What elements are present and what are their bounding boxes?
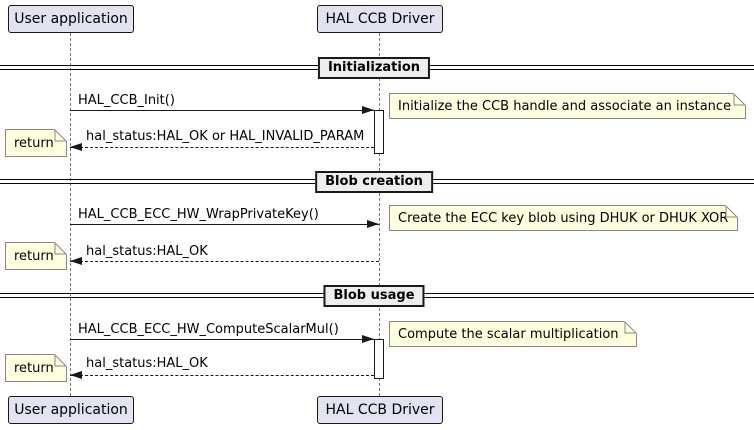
note-return: return	[5, 354, 67, 382]
lifeline-hal-ccb-driver	[379, 33, 380, 396]
return-message-label: hal_status:HAL_OK or HAL_INVALID_PARAM	[86, 129, 365, 144]
arrowhead-left-icon	[70, 371, 82, 379]
note-fold-icon	[54, 354, 67, 367]
activation-bar	[374, 110, 384, 154]
participant-user-application-bottom: User application	[8, 396, 134, 424]
note-compute-scalar: Compute the scalar multiplication	[389, 321, 637, 347]
call-message-label: HAL_CCB_ECC_HW_ComputeScalarMul()	[78, 322, 339, 337]
participant-label: User application	[14, 11, 128, 27]
call-arrow-line	[70, 110, 374, 111]
note-return: return	[5, 129, 67, 157]
divider-label-text: Blob creation	[325, 174, 423, 189]
return-arrow-line	[70, 375, 374, 376]
divider-label-text: Blob usage	[333, 288, 415, 303]
note-create-blob: Create the ECC key blob using DHUK or DH…	[389, 205, 738, 231]
activation-bar	[374, 339, 384, 379]
divider-label-text: Initialization	[327, 60, 421, 75]
divider-blob-usage: Blob usage	[323, 285, 425, 307]
arrowhead-left-icon	[70, 143, 82, 151]
note-fold-icon	[624, 321, 637, 334]
participant-label: HAL CCB Driver	[325, 11, 435, 27]
participant-label: HAL CCB Driver	[325, 402, 435, 418]
arrowhead-right-icon	[362, 106, 374, 114]
return-message-label: hal_status:HAL_OK	[86, 244, 208, 259]
participant-hal-ccb-driver-bottom: HAL CCB Driver	[317, 396, 443, 424]
return-arrow-line	[70, 261, 379, 262]
call-message-label: HAL_CCB_Init()	[78, 93, 175, 108]
divider-blob-creation: Blob creation	[315, 171, 433, 193]
call-arrow-line	[70, 224, 379, 225]
note-text: return	[14, 135, 54, 151]
note-text: return	[14, 248, 54, 264]
participant-label: User application	[14, 402, 128, 418]
participant-hal-ccb-driver-top: HAL CCB Driver	[317, 5, 443, 33]
note-text: Compute the scalar multiplication	[398, 326, 619, 342]
note-initialize: Initialize the CCB handle and associate …	[389, 93, 746, 119]
note-return: return	[5, 242, 67, 270]
note-fold-icon	[54, 242, 67, 255]
lifeline-user-application	[70, 33, 71, 396]
arrowhead-left-icon	[70, 257, 82, 265]
note-text: Create the ECC key blob using DHUK or DH…	[398, 210, 729, 226]
arrowhead-right-icon	[362, 335, 374, 343]
note-fold-icon	[733, 93, 746, 106]
return-arrow-line	[70, 147, 374, 148]
return-message-label: hal_status:HAL_OK	[86, 356, 208, 371]
arrowhead-right-icon	[367, 220, 379, 228]
note-text: Initialize the CCB handle and associate …	[398, 98, 732, 114]
participant-user-application-top: User application	[8, 5, 134, 33]
note-text: return	[14, 360, 54, 376]
call-arrow-line	[70, 339, 374, 340]
note-fold-icon	[54, 129, 67, 142]
divider-initialization: Initialization	[317, 57, 431, 79]
call-message-label: HAL_CCB_ECC_HW_WrapPrivateKey()	[78, 207, 319, 222]
note-fold-icon	[725, 205, 738, 218]
